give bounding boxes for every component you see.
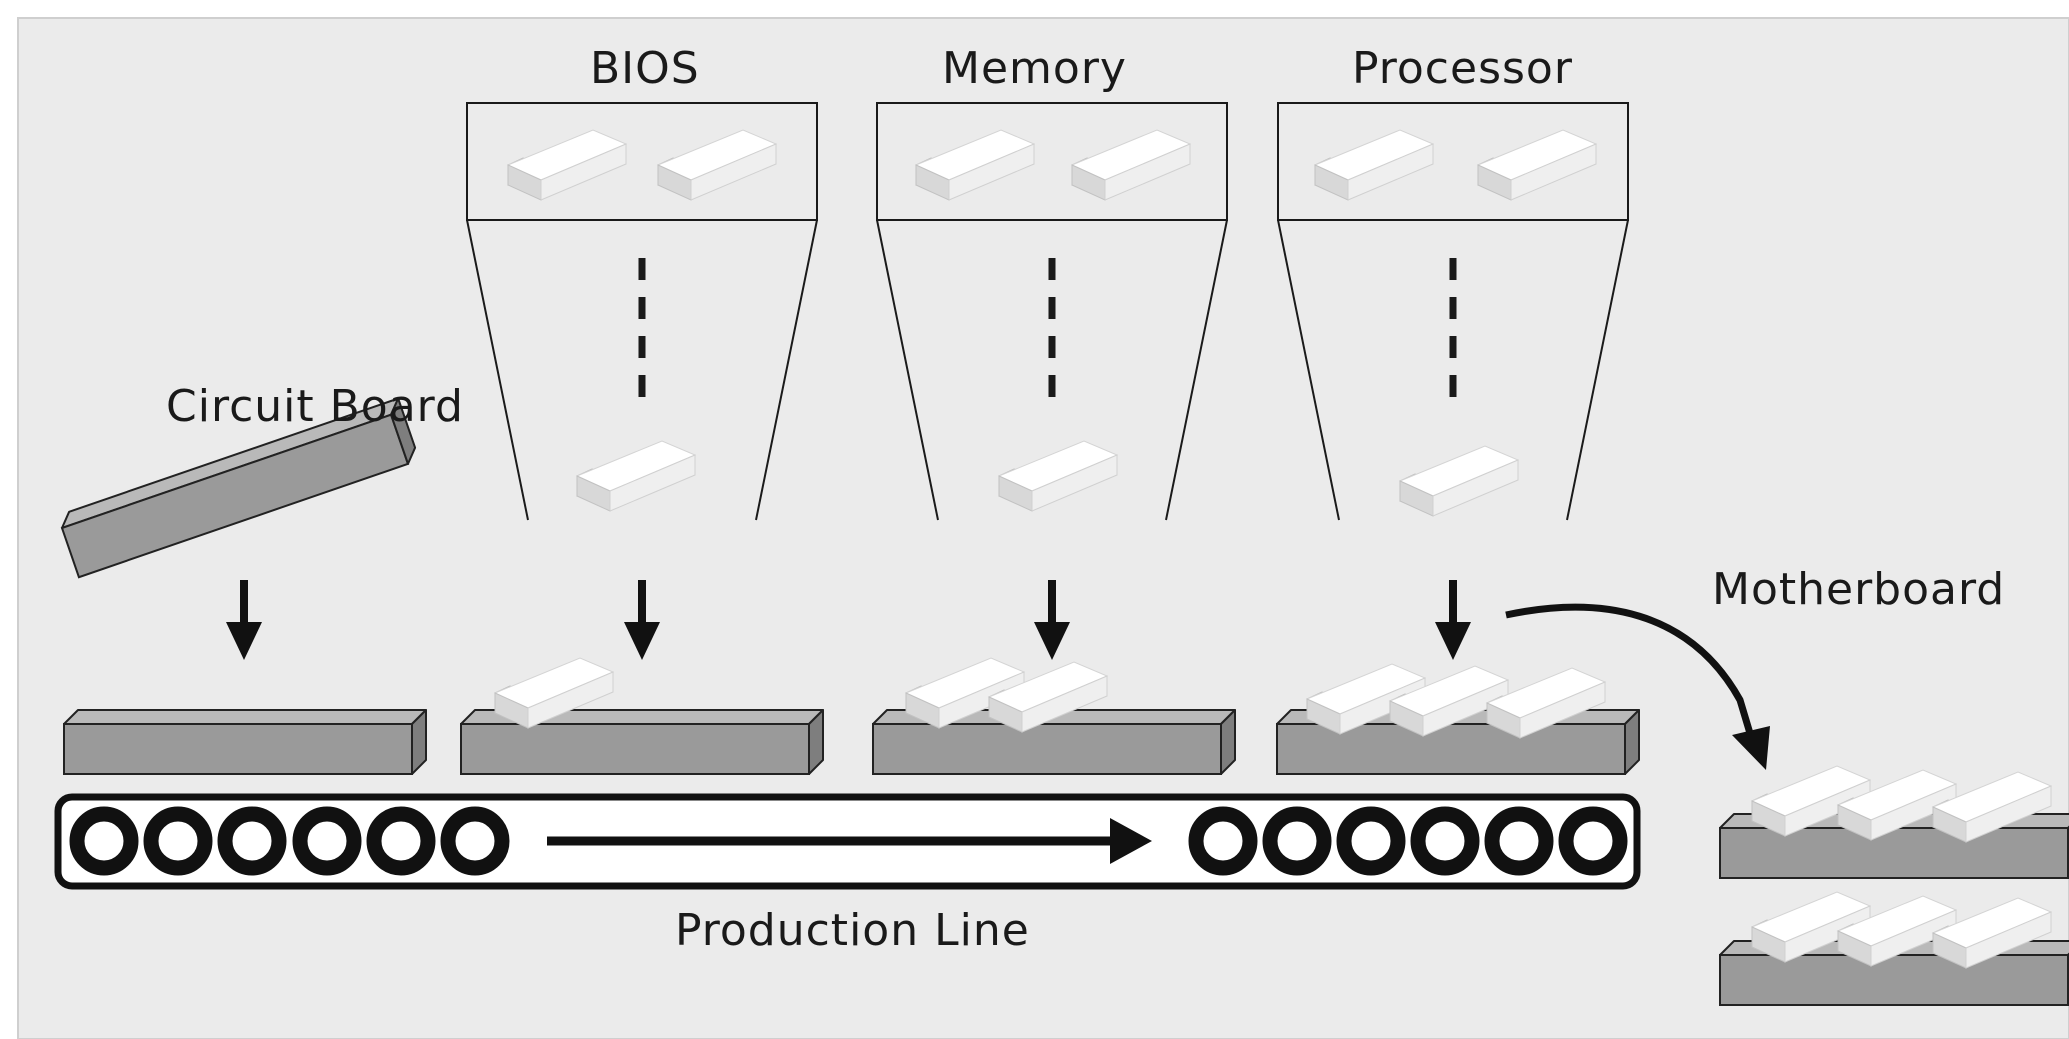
memory-label: Memory [942, 43, 1127, 94]
production-line-label: Production Line [675, 905, 1030, 956]
motherboard-label: Motherboard [1712, 564, 2006, 615]
output-arrow [1505, 603, 1770, 770]
conveyor-belt [54, 793, 1641, 890]
bios-label: BIOS [590, 43, 700, 94]
drop-arrows [226, 580, 1471, 660]
bios-hopper [466, 102, 818, 521]
circuit-board-incoming [60, 397, 417, 579]
memory-hopper [876, 102, 1228, 521]
circuit-board-label: Circuit Board [166, 381, 464, 432]
processor-hopper [1277, 102, 1629, 521]
processor-label: Processor [1352, 43, 1573, 94]
